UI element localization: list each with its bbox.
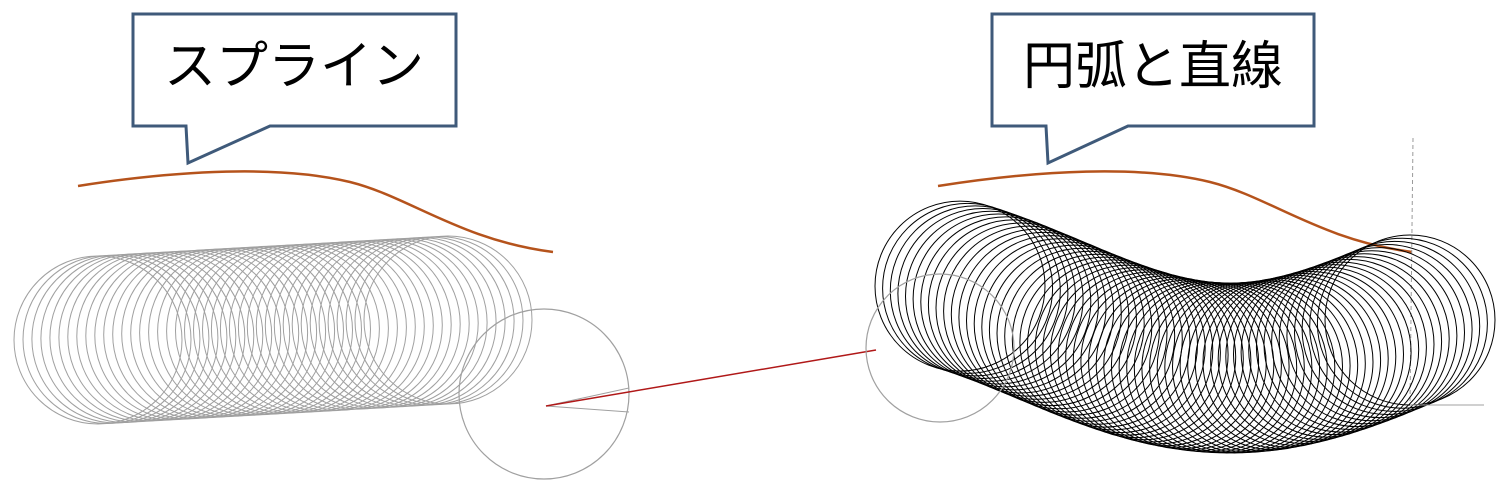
callout-spline-box — [131, 12, 458, 166]
arc-line-circle-47 — [1225, 271, 1397, 442]
callout-spline-label: スプライン — [164, 37, 424, 97]
arc-line-circle-49 — [1240, 266, 1412, 438]
arc-line-circle-59 — [1316, 237, 1488, 409]
arc-line-circle-20 — [1019, 256, 1191, 428]
arc-line-circle-13 — [966, 235, 1137, 407]
arc-line-circle-34 — [1126, 281, 1298, 453]
arc-line-circle-39 — [1164, 281, 1336, 453]
arc-line-circle-46 — [1217, 273, 1389, 444]
arc-line-circle-4 — [897, 208, 1069, 379]
arc-line-circle-sweep — [874, 200, 1496, 454]
arc-line-circle-29 — [1088, 276, 1260, 448]
connector-line — [545, 349, 877, 407]
callout-arc-line: 円弧と直線 — [990, 12, 1316, 166]
path-curve-arc-line — [937, 170, 1413, 254]
path-curve-spline — [77, 170, 554, 254]
arc-line-circle-42 — [1187, 279, 1359, 451]
arc-line-circle-31 — [1103, 279, 1275, 451]
arc-line-circle-5 — [905, 210, 1076, 382]
arc-line-circle-26 — [1065, 271, 1237, 443]
callout-arc-line-label: 円弧と直線 — [1023, 37, 1283, 97]
spline-tool-radius-2 — [545, 405, 630, 413]
arc-line-circle-53 — [1271, 256, 1443, 428]
arc-line-circle-24 — [1049, 267, 1221, 439]
arc-line-circle-3 — [889, 205, 1061, 377]
arc-line-circle-23 — [1042, 264, 1214, 436]
arc-line-circle-6 — [912, 213, 1084, 385]
arc-line-circle-58 — [1309, 240, 1481, 412]
guide-line — [1409, 137, 1414, 405]
spline-tool-circle — [458, 308, 630, 480]
arc-line-circle-51 — [1255, 261, 1427, 433]
arc-line-circle-44 — [1202, 276, 1374, 448]
arc-line-circle-15 — [981, 241, 1153, 413]
arc-line-circle-50 — [1248, 264, 1420, 436]
arc-line-circle-19 — [1011, 253, 1183, 425]
arc-line-circle-2 — [882, 202, 1054, 374]
arc-line-circle-52 — [1263, 258, 1435, 430]
callout-spline: スプライン — [131, 12, 458, 166]
spline-circle-sweep — [13, 235, 533, 425]
arc-line-start-circle — [865, 273, 1015, 423]
arc-line-circle-12 — [958, 231, 1130, 403]
arc-line-circle-14 — [973, 238, 1145, 410]
arc-line-circle-55 — [1286, 250, 1458, 422]
arc-line-circle-57 — [1301, 244, 1473, 415]
arc-line-circle-54 — [1278, 253, 1450, 425]
arc-line-circle-16 — [988, 244, 1160, 416]
arc-line-circle-56 — [1294, 247, 1465, 419]
arc-line-circle-11 — [950, 228, 1122, 400]
spline-circle-40 — [363, 235, 533, 405]
callout-arc-line-box — [990, 12, 1316, 166]
